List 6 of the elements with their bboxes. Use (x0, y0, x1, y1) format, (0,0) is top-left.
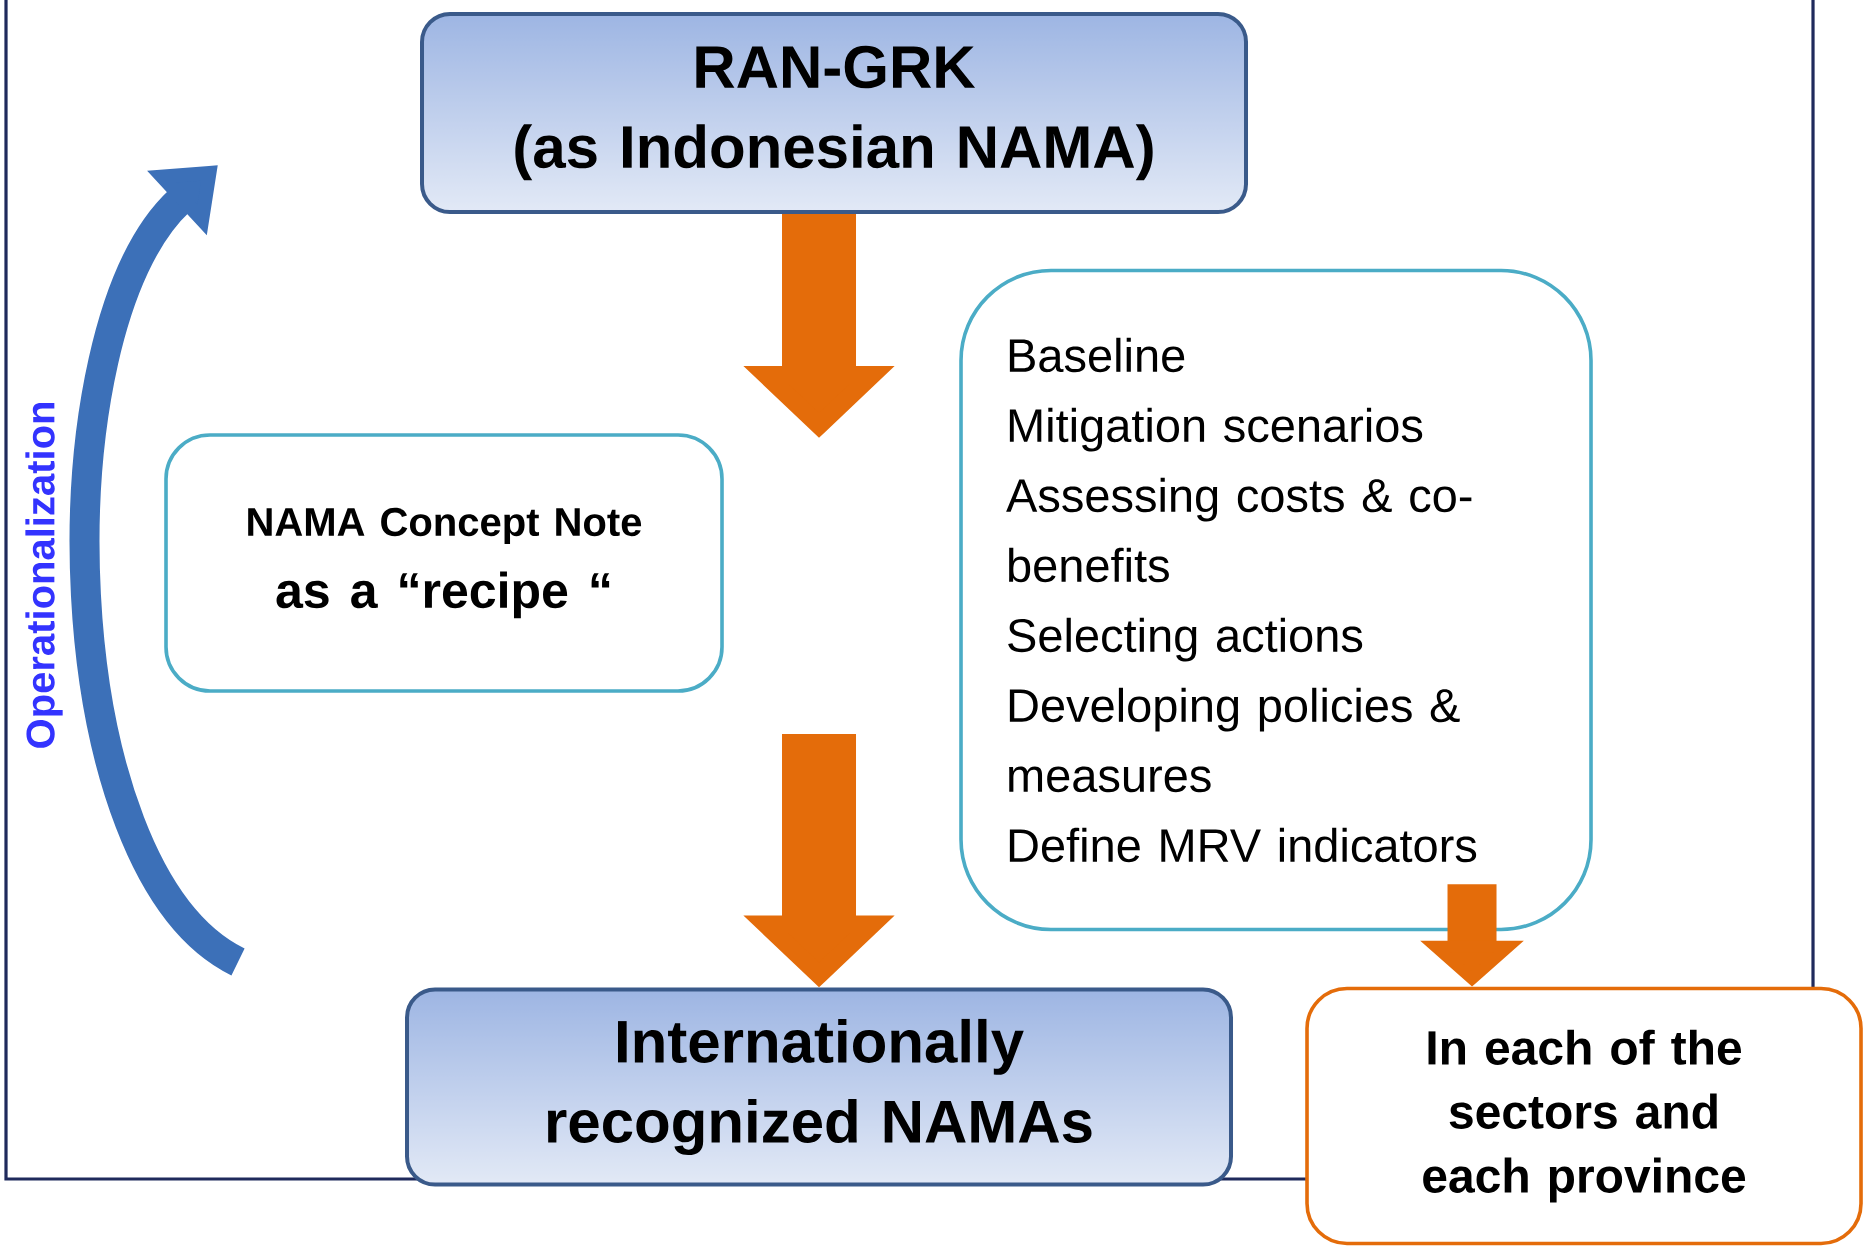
scope-box: In each of the sectors and each province (1305, 986, 1863, 1246)
note-box: NAMA Concept Note as a “recipe “ (164, 433, 724, 693)
process-box: Internationally recognized NAMAs (405, 987, 1233, 1187)
arrow-label: Operationalization (25, 403, 63, 748)
process-box: RAN-GRK (as Indonesian NAMA) (420, 12, 1248, 214)
list-box: Baseline Mitigation scenarios Assessing costs & co-benefits Selecting actions Developing policies & measures Define MRV indicators (959, 268, 1593, 932)
